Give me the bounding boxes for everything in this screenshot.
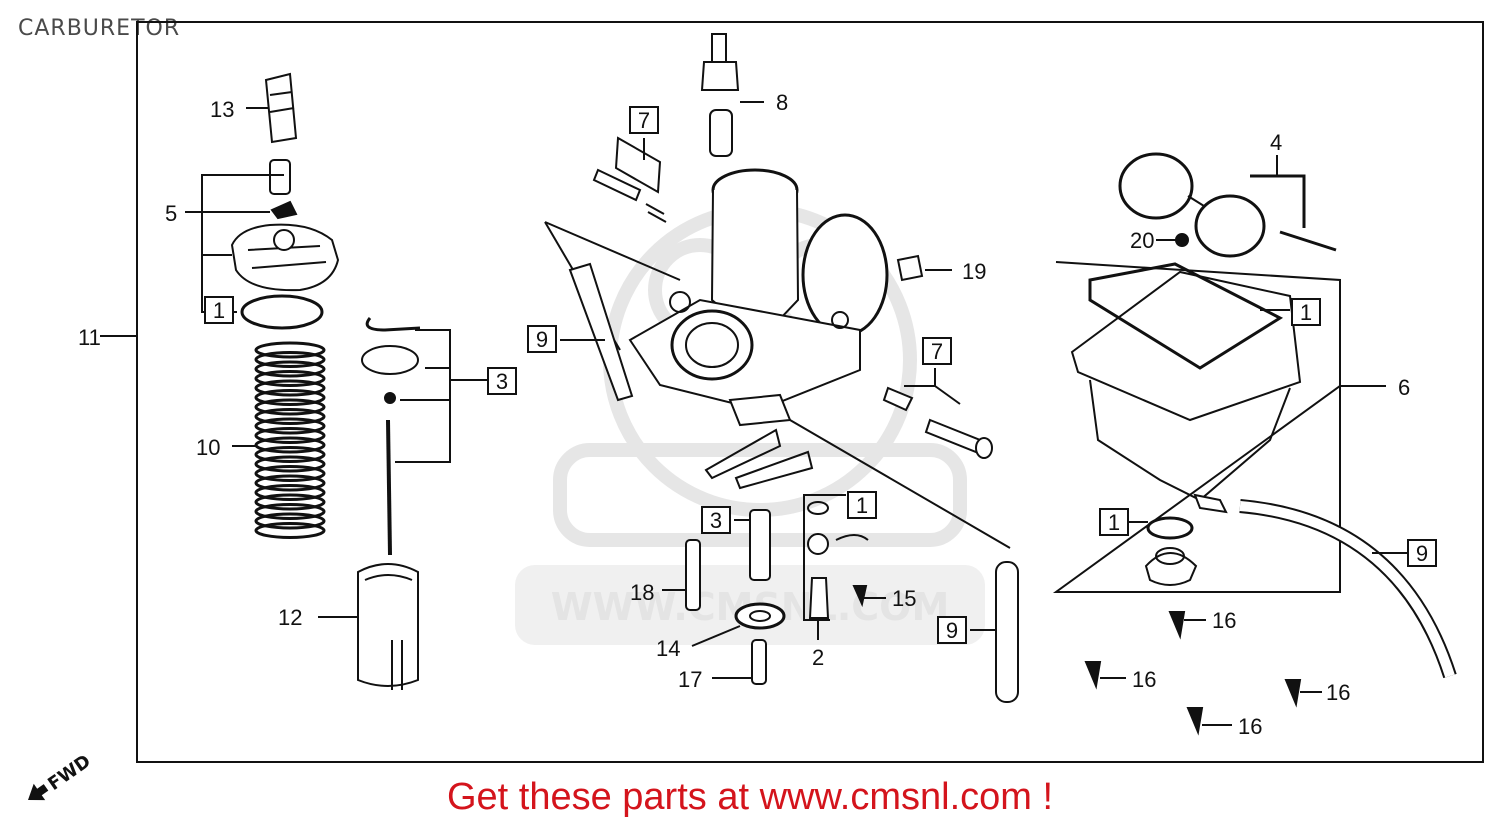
callout-7-air-screw: 7 bbox=[638, 108, 650, 133]
float-chamber-o-ring bbox=[1128, 516, 1194, 540]
callout-16a: 16 bbox=[1212, 608, 1236, 633]
callout-14: 14 bbox=[656, 636, 680, 661]
callout-20: 20 bbox=[1130, 228, 1154, 253]
part-12-throttle-valve bbox=[318, 563, 419, 690]
callout-9-hose-middle: 9 bbox=[946, 618, 958, 643]
part-13-cable-adjuster bbox=[246, 72, 298, 144]
part-2-float-valve bbox=[803, 494, 869, 640]
cap-o-ring bbox=[240, 294, 324, 330]
callout-6: 6 bbox=[1398, 375, 1410, 400]
callout-16c: 16 bbox=[1326, 680, 1350, 705]
callout-17: 17 bbox=[678, 667, 702, 692]
callout-2: 2 bbox=[812, 645, 824, 670]
callout-15: 15 bbox=[892, 586, 916, 611]
part-7-air-screw bbox=[592, 136, 667, 223]
carburetor-top-cap bbox=[230, 223, 340, 292]
diagram-title: CARBURETOR bbox=[18, 16, 181, 41]
callout-4: 4 bbox=[1270, 130, 1282, 155]
part-15-screw bbox=[852, 585, 886, 608]
part-18-slow-jet bbox=[662, 539, 701, 611]
callout-7-throttle-screw: 7 bbox=[931, 339, 943, 364]
callout-5: 5 bbox=[165, 201, 177, 226]
part-14-washer bbox=[691, 602, 786, 647]
callout-16b: 16 bbox=[1132, 667, 1156, 692]
part-17-main-jet bbox=[712, 639, 767, 685]
callout-13: 13 bbox=[210, 97, 234, 122]
part-10-spring bbox=[254, 341, 326, 539]
callout-3-needle-jet: 3 bbox=[710, 508, 722, 533]
part-5-locknut bbox=[185, 159, 298, 220]
part-3-needle-jet bbox=[734, 509, 771, 581]
part-7-throttle-stop-screw bbox=[882, 368, 993, 459]
callout-11: 11 bbox=[78, 325, 101, 350]
part-3-jet-needle-set bbox=[361, 317, 488, 556]
callout-12: 12 bbox=[278, 605, 302, 630]
drain-plug bbox=[1144, 547, 1198, 586]
callout-9-hose-left: 9 bbox=[536, 327, 548, 352]
callout-3-needle-set: 3 bbox=[496, 369, 508, 394]
promo-footer-link[interactable]: Get these parts at www.cmsnl.com ! bbox=[446, 776, 1054, 818]
part-19-plug bbox=[896, 254, 952, 282]
callout-9-hose-right: 9 bbox=[1416, 541, 1428, 566]
part-9-hose-right bbox=[1239, 499, 1457, 679]
part-16-screws bbox=[1084, 611, 1302, 736]
part-9-hose-left bbox=[560, 262, 634, 402]
part-9-hose-middle bbox=[970, 561, 1019, 703]
callout-19: 19 bbox=[962, 259, 986, 284]
callout-16d: 16 bbox=[1238, 714, 1262, 739]
part-4-float bbox=[1118, 152, 1337, 258]
callout-8: 8 bbox=[776, 90, 788, 115]
callout-18: 18 bbox=[630, 580, 654, 605]
callout-1-chamber-gasket: 1 bbox=[1300, 300, 1312, 325]
diagram-frame bbox=[136, 21, 1484, 763]
callout-10: 10 bbox=[196, 435, 220, 460]
callout-1-chamber-o-ring: 1 bbox=[1108, 510, 1120, 535]
carburetor-body bbox=[628, 168, 889, 427]
callout-1-float-valve: 1 bbox=[856, 493, 868, 518]
part-8-starter-valve bbox=[700, 33, 764, 157]
float-chamber bbox=[1070, 262, 1302, 514]
float-arm bbox=[704, 428, 814, 490]
callout-1-cap-o-ring: 1 bbox=[213, 298, 225, 323]
part-20-pin bbox=[1175, 233, 1189, 247]
